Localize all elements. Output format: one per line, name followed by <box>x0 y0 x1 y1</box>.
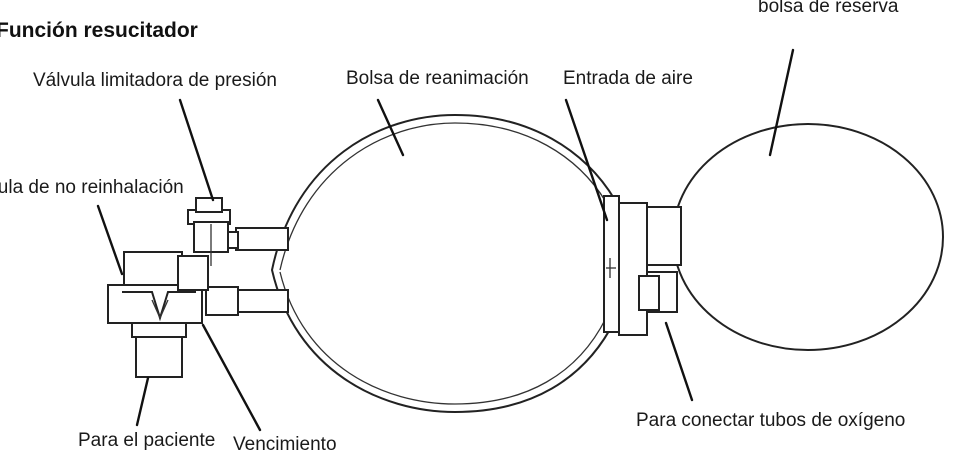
air-inlet-valve <box>603 195 682 336</box>
label-oxygen-tubing: Para conectar tubos de oxígeno <box>636 410 905 431</box>
leader-reservoir-bag <box>768 48 795 157</box>
leader-resuscitation-bag <box>376 98 405 157</box>
leader-expiration <box>201 323 262 432</box>
label-air-inlet: Entrada de aire <box>563 68 693 89</box>
reservoir-bag <box>672 123 944 351</box>
leader-oxygen-tubing <box>664 321 694 402</box>
label-resuscitation-bag: Bolsa de reanimación <box>346 68 529 89</box>
resuscitation-bag <box>270 113 616 414</box>
leader-to-patient <box>135 376 150 427</box>
label-expiration: Vencimiento <box>233 434 337 455</box>
label-to-patient: Para el paciente <box>78 430 215 451</box>
label-pressure-limit-valve: Válvula limitadora de presión <box>33 70 277 91</box>
leader-air-inlet <box>564 98 609 222</box>
label-reservoir-bag: bolsa de reserva <box>758 0 899 17</box>
leader-non-rebreathing-valve <box>96 204 124 276</box>
diagram-title: Función resucitador <box>0 19 198 42</box>
label-non-rebreathing-valve: válvula de no reinhalación <box>0 177 184 198</box>
leader-pressure-limit-valve <box>178 98 215 202</box>
patient-valve-assembly <box>107 197 289 378</box>
leader-lines <box>96 48 795 432</box>
